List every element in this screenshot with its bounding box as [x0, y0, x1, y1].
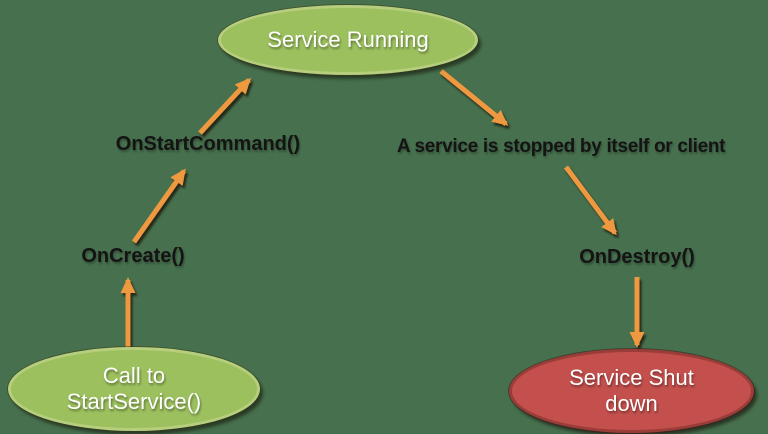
- node-service-shut-down-label: Service Shut down: [569, 365, 694, 416]
- arrow-onstartcommand-to-running: [198, 77, 252, 135]
- node-service-shut-down: Service Shut down: [509, 349, 754, 433]
- arrow-oncreate-to-onstartcommand: [131, 168, 187, 244]
- label-stop-note: A service is stopped by itself or client: [396, 136, 726, 157]
- label-oncreate: OnCreate(): [81, 245, 185, 267]
- label-ondestroy: OnDestroy(): [579, 246, 695, 268]
- node-service-running: Service Running: [218, 5, 478, 75]
- label-onstartcommand: OnStartCommand(): [115, 133, 301, 155]
- arrow-running-to-stopnote: [439, 69, 509, 126]
- node-call-to-startservice: Call to StartService(): [8, 347, 260, 431]
- arrow-stopnote-to-ondestroy: [563, 165, 618, 236]
- node-call-to-startservice-label: Call to StartService(): [66, 363, 202, 414]
- node-service-running-label: Service Running: [267, 27, 429, 52]
